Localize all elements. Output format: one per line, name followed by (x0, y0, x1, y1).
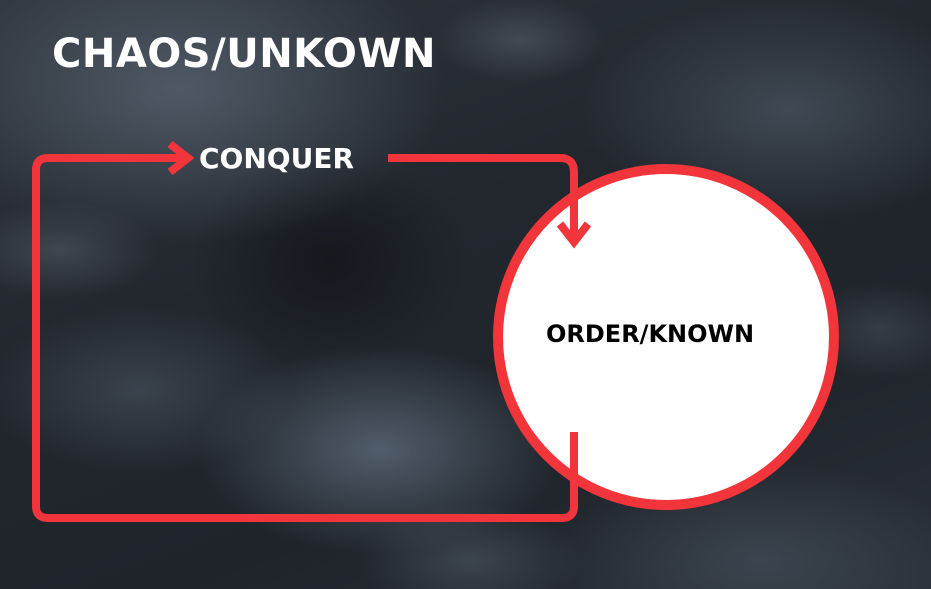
arrowhead-down-icon (556, 221, 592, 249)
loop-arrow-left-segment (32, 154, 578, 522)
conquer-label: CONQUER (199, 142, 355, 175)
loop-arrow-right-segment (388, 154, 578, 240)
arrowhead-right-icon (167, 140, 195, 176)
order-circle (493, 164, 839, 510)
chaos-unknown-title: CHAOS/UNKOWN (52, 31, 436, 77)
order-known-label: ORDER/KNOWN (546, 320, 755, 348)
